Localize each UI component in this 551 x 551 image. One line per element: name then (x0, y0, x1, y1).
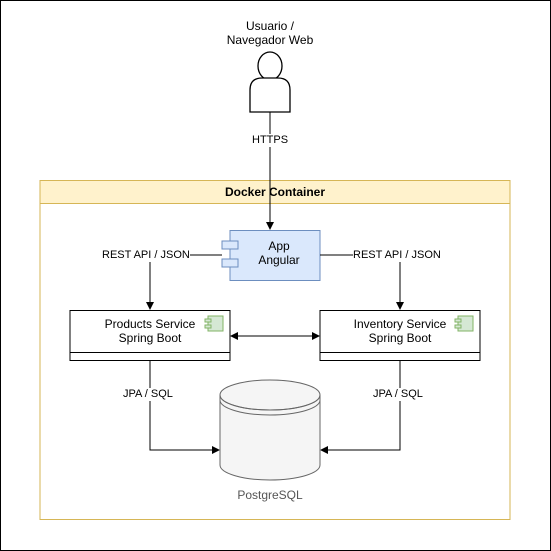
products-service-label: Products Service Spring Boot (90, 317, 210, 345)
inventory-label-line1: Inventory Service (353, 317, 447, 331)
app-label-line2: Angular (258, 253, 300, 267)
component-icon (454, 315, 474, 332)
rest-right-label: REST API / JSON (353, 249, 441, 262)
user-label-line2: Navegador Web (226, 33, 314, 47)
rest-left-label: REST API / JSON (102, 249, 190, 262)
postgresql-label: PostgreSQL (237, 488, 303, 502)
inventory-label-line2: Spring Boot (368, 331, 432, 345)
inventory-service-label: Inventory Service Spring Boot (340, 317, 460, 345)
https-label: HTTPS (252, 134, 289, 147)
jpa-left-label: JPA / SQL (123, 388, 173, 401)
docker-container-title: Docker Container (224, 185, 326, 199)
component-icon (204, 315, 224, 332)
jpa-right-label: JPA / SQL (373, 388, 423, 401)
user-label-line1: Usuario / (245, 19, 295, 33)
user-label: Usuario / Navegador Web (200, 19, 340, 47)
products-label-line2: Spring Boot (118, 331, 182, 345)
postgresql-database-icon[interactable] (219, 379, 321, 481)
app-angular-label: App Angular (238, 239, 320, 267)
app-angular-node[interactable] (221, 230, 321, 281)
user-icon[interactable] (249, 51, 291, 113)
app-label-line1: App (268, 239, 290, 253)
products-label-line1: Products Service (104, 317, 196, 331)
inventory-service-node[interactable] (319, 310, 481, 361)
